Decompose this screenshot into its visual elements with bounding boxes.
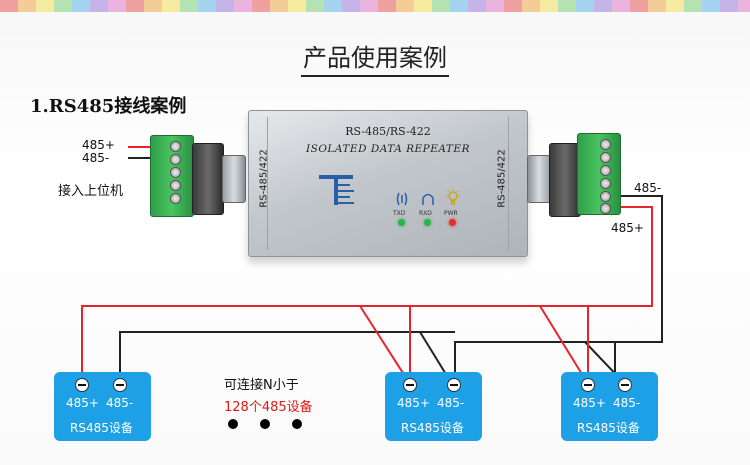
pwr-icon (446, 189, 460, 205)
ellipsis-dot (228, 419, 238, 429)
led-label-rxd: RXD (419, 210, 432, 217)
device-plus-port (581, 378, 595, 392)
rs485-device-1: 485+ 485- RS485设备 (54, 372, 151, 441)
device-minus-port (447, 378, 461, 392)
right-terminal-block (577, 133, 621, 215)
ellipsis-dot (260, 419, 270, 429)
right-minus-label: 485- (634, 181, 662, 195)
device-plus-label: 485+ (66, 396, 99, 410)
device-name: RS485设备 (70, 421, 133, 435)
bus-plus-diag (359, 305, 411, 385)
right-plus-label: 485+ (611, 221, 644, 235)
repeater-side-label-left: RS-485/422 (258, 149, 270, 208)
rs485-device-3: 485+ 485- RS485设备 (561, 372, 658, 441)
device-name: RS485设备 (577, 421, 640, 435)
led-label-txd: TXD (393, 210, 406, 217)
left-minus-label: 485- (82, 151, 110, 165)
ellipsis-dot (292, 419, 302, 429)
repeater-logo-icon (319, 175, 354, 205)
device-minus-port (113, 378, 127, 392)
rs485-device-2: 485+ 485- RS485设备 (385, 372, 482, 441)
bus-plus-diag2 (539, 305, 589, 385)
device-plus-port (75, 378, 89, 392)
page-title: 产品使用案例 (0, 38, 750, 77)
txd-led (398, 219, 405, 226)
led-label-pwr: PWR (444, 210, 458, 217)
device-minus-label: 485- (613, 396, 641, 410)
repeater-side-label-right: RS-485/422 (496, 149, 508, 208)
left-plus-label: 485+ (82, 138, 115, 152)
device-plus-port (403, 378, 417, 392)
device-name: RS485设备 (401, 421, 464, 435)
rxd-led (424, 219, 431, 226)
txd-icon (396, 192, 408, 206)
repeater-product-text: ISOLATED DATA REPEATER (305, 143, 470, 155)
section-title: 1.RS485接线案例 (30, 96, 187, 117)
left-connector-caption: 接入上位机 (58, 184, 124, 199)
capacity-note-line2: 128个485设备 (224, 400, 313, 415)
bus-minus-wire-dev2 (454, 341, 662, 384)
isolated-data-repeater: RS-485/RS-422 ISOLATED DATA REPEATER RS-… (248, 110, 528, 257)
pwr-led (449, 219, 456, 226)
top-decorative-stripe (0, 0, 750, 12)
rxd-icon (422, 193, 434, 205)
bus-plus-wire (81, 206, 653, 384)
device-plus-label: 485+ (397, 396, 430, 410)
device-plus-label: 485+ (573, 396, 606, 410)
repeater-model-text: RS-485/RS-422 (345, 125, 431, 138)
device-minus-port (618, 378, 632, 392)
capacity-note-line1: 可连接N小于 (224, 378, 299, 393)
device-minus-label: 485- (437, 396, 465, 410)
bus-minus-wire-dev1 (119, 331, 455, 384)
device-minus-label: 485- (106, 396, 134, 410)
left-dsub-shell (192, 143, 224, 215)
